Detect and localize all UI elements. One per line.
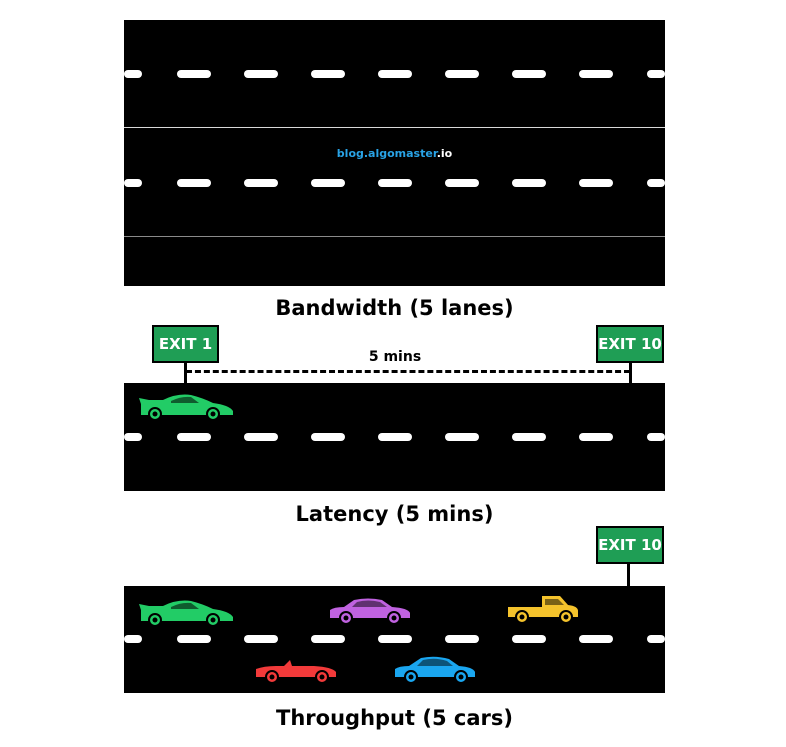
green-sports-car-icon	[139, 394, 233, 420]
watermark: blog.algomaster.io	[124, 147, 665, 160]
latency-road	[124, 383, 665, 491]
lane-separator	[124, 236, 665, 237]
lane-dashes	[124, 433, 665, 441]
lane-dashes	[124, 179, 665, 187]
exit-10-pole	[629, 363, 632, 383]
latency-caption: Latency (5 mins)	[295, 502, 494, 526]
lane-dashes	[124, 70, 665, 78]
throughput-exit-10-sign: EXIT 10	[596, 526, 664, 564]
exit-1-pole	[184, 363, 187, 383]
distance-label: 5 mins	[368, 349, 422, 365]
lane-separator	[124, 127, 665, 128]
throughput-road	[124, 586, 665, 693]
throughput-exit-10-pole	[627, 564, 630, 586]
green-sports-car-icon	[139, 600, 233, 626]
lane-dashes	[124, 635, 665, 643]
bandwidth-road: blog.algomaster.io	[124, 20, 665, 286]
distance-line	[186, 370, 630, 373]
exit-1-sign: EXIT 1	[152, 325, 219, 363]
watermark-tld: .io	[436, 147, 453, 160]
purple-sedan-icon	[330, 598, 410, 625]
watermark-domain: blog.algomaster	[336, 147, 437, 160]
red-convertible-icon	[256, 660, 336, 684]
bandwidth-caption: Bandwidth (5 lanes)	[275, 296, 514, 320]
throughput-caption: Throughput (5 cars)	[276, 706, 513, 730]
blue-sedan-icon	[395, 656, 475, 684]
exit-10-sign: EXIT 10	[596, 325, 664, 363]
yellow-pickup-truck-icon	[508, 596, 578, 624]
